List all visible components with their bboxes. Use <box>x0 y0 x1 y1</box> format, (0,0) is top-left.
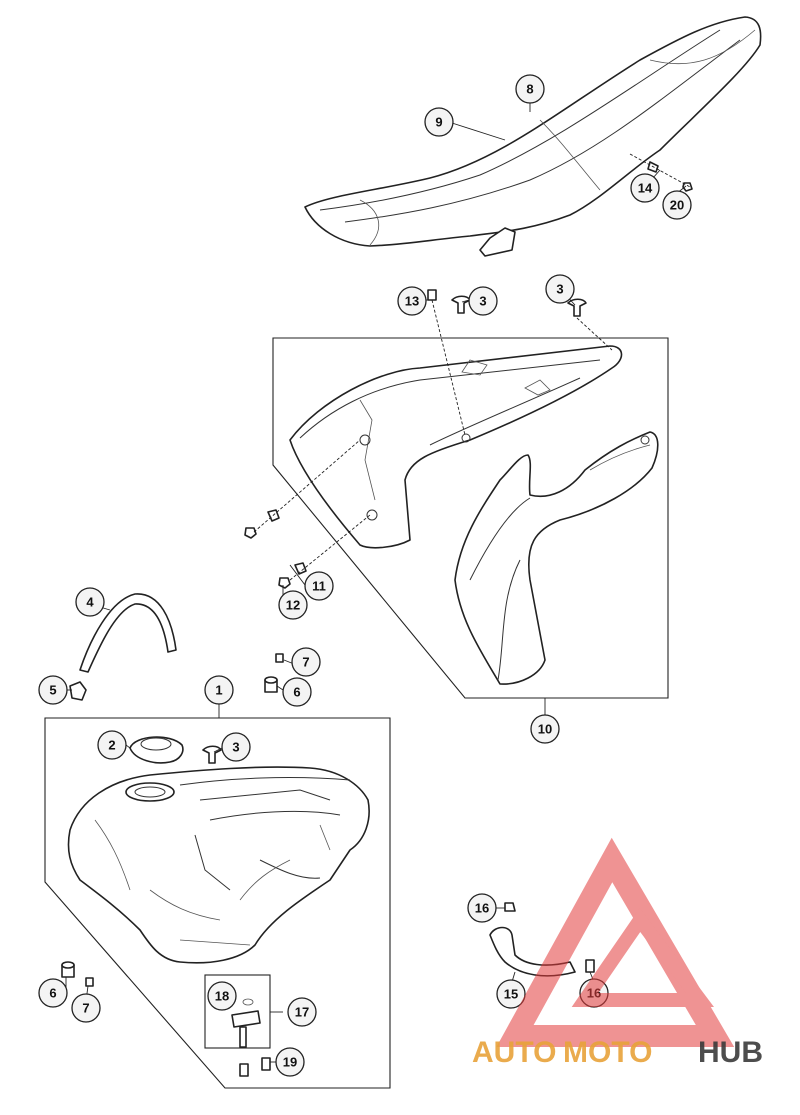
watermark-word-auto: AUTO <box>472 1036 556 1069</box>
right-side-cover <box>454 431 659 685</box>
fuel-tank-group-box <box>44 717 391 1089</box>
callout-3-upper-left: 3 <box>468 286 498 316</box>
svg-text:19: 19 <box>283 1055 297 1070</box>
callout-6-lower: 6 <box>38 978 68 1008</box>
breather-hose <box>69 593 177 701</box>
callout-9: 9 <box>424 107 454 137</box>
watermark-word-hub: HUB <box>698 1036 763 1069</box>
callout-3-upper-right: 3 <box>545 274 575 304</box>
svg-text:8: 8 <box>526 82 533 97</box>
svg-text:17: 17 <box>295 1005 309 1020</box>
callout-4: 4 <box>75 587 105 617</box>
svg-text:11: 11 <box>312 579 326 594</box>
svg-text:15: 15 <box>504 987 518 1002</box>
callout-20: 20 <box>662 190 692 220</box>
svg-text:7: 7 <box>302 655 309 670</box>
svg-text:10: 10 <box>538 722 552 737</box>
fuel-tap-screws <box>239 1057 271 1077</box>
callout-7-lower: 7 <box>71 993 101 1023</box>
svg-text:12: 12 <box>286 598 300 613</box>
svg-text:18: 18 <box>215 989 229 1004</box>
fuel-tank <box>67 766 370 964</box>
callout-1: 1 <box>204 675 234 705</box>
fuel-cap <box>129 736 222 764</box>
svg-text:3: 3 <box>479 294 486 309</box>
fuel-tap <box>231 998 261 1048</box>
fuel-tap-box <box>204 974 271 1049</box>
watermark-text: AUTO MOTO HUB <box>472 1036 763 1069</box>
callout-7-upper: 7 <box>291 647 321 677</box>
svg-text:13: 13 <box>405 294 419 309</box>
svg-text:9: 9 <box>435 115 442 130</box>
side-cover-group-box <box>272 337 669 699</box>
svg-text:6: 6 <box>49 986 56 1001</box>
left-side-cover <box>289 345 623 549</box>
callout-10: 10 <box>530 714 560 744</box>
svg-text:16: 16 <box>475 901 489 916</box>
callout-14: 14 <box>630 173 660 203</box>
svg-text:2: 2 <box>108 738 115 753</box>
callout-11: 11 <box>304 571 334 601</box>
callout-5: 5 <box>38 675 68 705</box>
callout-6-upper: 6 <box>282 677 312 707</box>
svg-text:1: 1 <box>215 683 222 698</box>
svg-text:6: 6 <box>293 685 300 700</box>
spacer-and-bolt-bottom <box>61 961 94 987</box>
watermark-logo-inner-triangle <box>571 908 714 1007</box>
callout-12: 12 <box>278 590 308 620</box>
svg-text:7: 7 <box>82 1001 89 1016</box>
callout-15: 15 <box>496 979 526 1009</box>
svg-text:5: 5 <box>49 683 56 698</box>
callout-16-upper: 16 <box>467 893 497 923</box>
svg-text:3: 3 <box>232 740 239 755</box>
callout-19: 19 <box>275 1047 305 1077</box>
callout-13: 13 <box>397 286 427 316</box>
callout-18: 18 <box>207 981 237 1011</box>
svg-text:4: 4 <box>86 595 94 610</box>
side-cover-fasteners <box>244 289 613 589</box>
svg-text:20: 20 <box>670 198 684 213</box>
fuel-hose <box>489 902 595 977</box>
callout-8: 8 <box>515 74 545 104</box>
seat <box>304 16 762 257</box>
callout-2: 2 <box>97 730 127 760</box>
watermark-logo <box>496 837 735 1047</box>
seat-bolt <box>629 153 693 192</box>
callout-17: 17 <box>287 997 317 1027</box>
svg-text:3: 3 <box>556 282 563 297</box>
callout-3-lower: 3 <box>221 732 251 762</box>
spacer-and-bolt-top <box>264 653 284 693</box>
svg-text:14: 14 <box>638 181 653 196</box>
watermark-word-moto: MOTO <box>563 1036 652 1069</box>
